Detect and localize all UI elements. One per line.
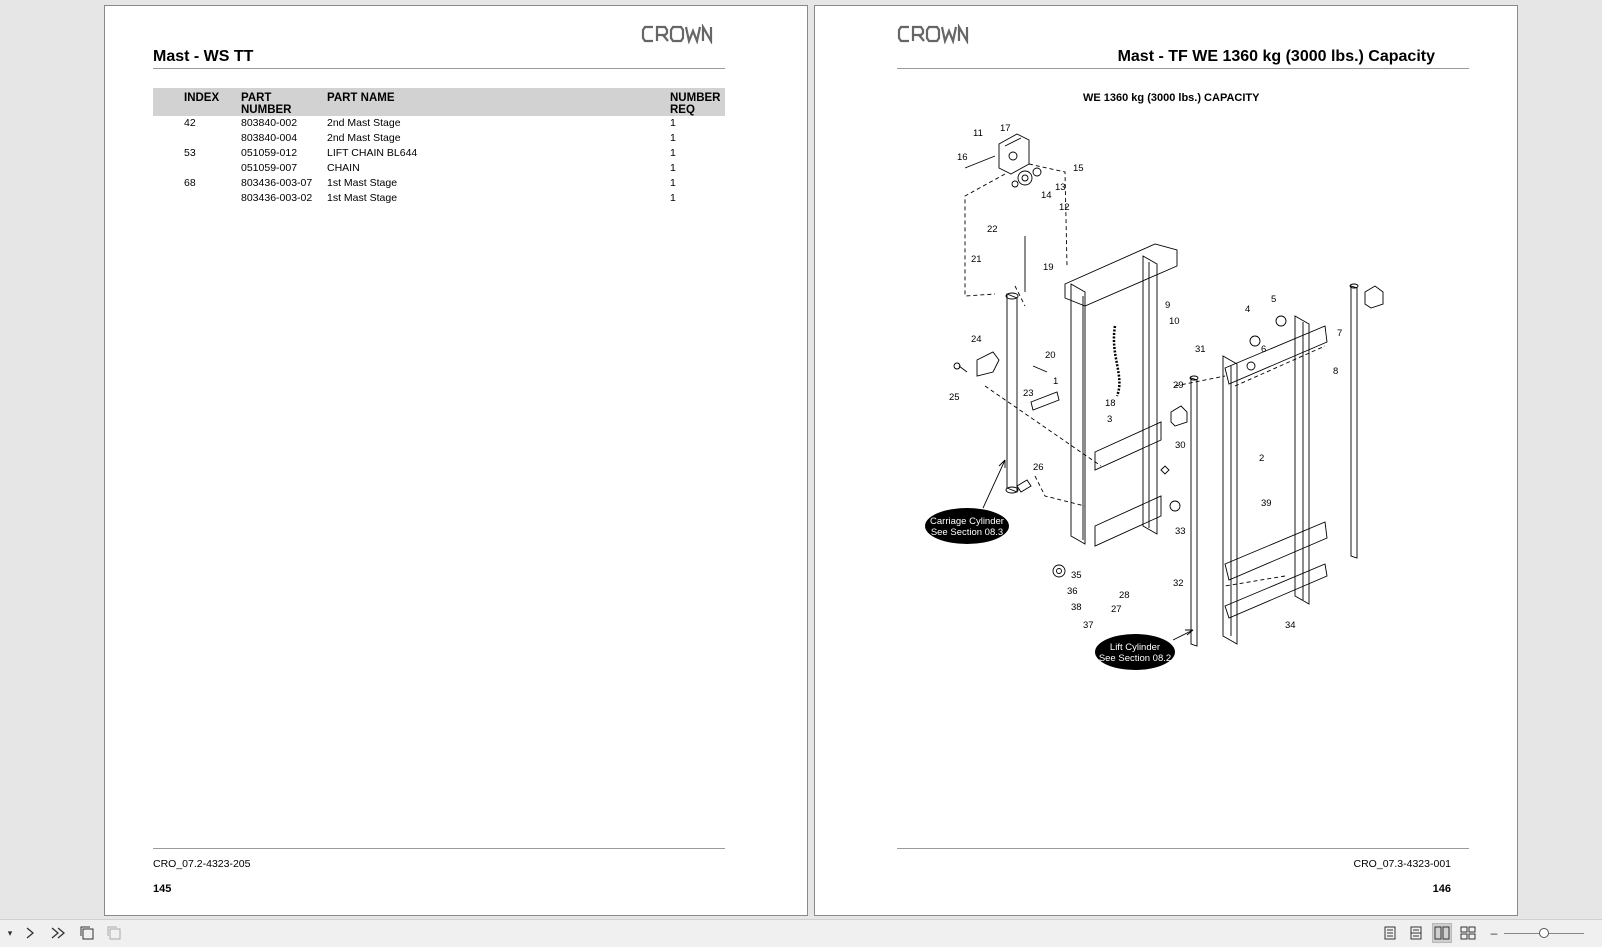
label-2: 2	[1259, 453, 1264, 464]
label-27: 27	[1111, 604, 1122, 615]
label-29: 29	[1173, 380, 1184, 391]
carriage-cylinder-callout	[925, 508, 1009, 544]
label-5: 5	[1271, 294, 1276, 305]
label-30: 30	[1175, 440, 1186, 451]
bottom-toolbar: ▾ –	[0, 919, 1602, 947]
page-title: Mast - WS TT	[153, 48, 254, 65]
label-20: 20	[1045, 350, 1056, 361]
label-36: 36	[1067, 586, 1078, 597]
label-33: 33	[1175, 526, 1186, 537]
dropdown-icon[interactable]: ▾	[7, 927, 13, 938]
label-28: 28	[1119, 590, 1130, 601]
diagram-subtitle: WE 1360 kg (3000 lbs.) CAPACITY	[1083, 92, 1260, 104]
label-22: 22	[987, 224, 998, 235]
footer-code: CRO_07.2-4323-205	[153, 858, 251, 870]
footer-rule	[153, 848, 725, 849]
footer-rule	[897, 848, 1469, 849]
label-32: 32	[1173, 578, 1184, 589]
label-1: 1	[1053, 376, 1058, 387]
label-10: 10	[1169, 316, 1180, 327]
label-19: 19	[1043, 262, 1054, 273]
copy-page-icon[interactable]	[77, 923, 97, 943]
label-35: 35	[1071, 570, 1082, 581]
copy-page-disabled-icon[interactable]	[104, 923, 124, 943]
label-18: 18	[1105, 398, 1116, 409]
label-16: 16	[957, 152, 968, 163]
label-13: 13	[1055, 182, 1066, 193]
label-9: 9	[1165, 300, 1170, 311]
header-index: INDEX	[184, 92, 220, 104]
two-page-icon[interactable]	[1432, 923, 1452, 943]
label-37: 37	[1083, 620, 1094, 631]
mast-exploded-diagram: Carriage Cylinder See Section 08.3 Lift …	[925, 123, 1384, 670]
label-7: 7	[1337, 328, 1342, 339]
title-rule	[897, 68, 1469, 69]
label-34: 34	[1285, 620, 1296, 631]
label-25: 25	[949, 392, 960, 403]
document-page-right: Mast - TF WE 1360 kg (3000 lbs.) Capacit…	[814, 5, 1518, 916]
header-part-name: PART NAME	[327, 92, 395, 104]
two-page-continuous-icon[interactable]	[1458, 923, 1478, 943]
label-14: 14	[1041, 190, 1052, 201]
title-rule	[153, 68, 725, 69]
page-number: 145	[153, 883, 172, 895]
label-8: 8	[1333, 366, 1338, 377]
label-6: 6	[1261, 344, 1266, 355]
part-number-labels: 1 2 3 4 5 6 7 8 9 10 11 12 13 14 15 16 1…	[949, 123, 1342, 631]
label-26: 26	[1033, 462, 1044, 473]
label-38: 38	[1071, 602, 1082, 613]
label-23: 23	[1023, 388, 1034, 399]
crown-logo	[897, 24, 969, 44]
label-15: 15	[1073, 163, 1084, 174]
lift-cylinder-callout	[1095, 634, 1175, 670]
page-number: 146	[1432, 883, 1451, 895]
label-3: 3	[1107, 414, 1112, 425]
page-title: Mast - TF WE 1360 kg (3000 lbs.) Capacit…	[1117, 48, 1435, 65]
label-12: 12	[1059, 202, 1070, 213]
label-24: 24	[971, 334, 982, 345]
label-17: 17	[1000, 123, 1011, 134]
single-page-icon[interactable]	[1380, 923, 1400, 943]
svg-text:See Section 08.2: See Section 08.2	[1099, 653, 1171, 664]
last-page-icon[interactable]	[48, 923, 68, 943]
label-31: 31	[1195, 344, 1206, 355]
footer-code: CRO_07.3-4323-001	[1353, 858, 1451, 870]
zoom-slider-thumb[interactable]	[1539, 928, 1549, 938]
svg-text:Carriage Cylinder: Carriage Cylinder	[930, 516, 1004, 527]
label-21: 21	[971, 254, 982, 265]
continuous-icon[interactable]	[1406, 923, 1426, 943]
label-39: 39	[1261, 498, 1272, 509]
crown-logo	[641, 24, 713, 44]
svg-text:Lift Cylinder: Lift Cylinder	[1110, 642, 1160, 653]
svg-text:See Section 08.3: See Section 08.3	[931, 527, 1003, 538]
label-4: 4	[1245, 304, 1250, 315]
next-page-icon[interactable]	[20, 923, 40, 943]
label-11: 11	[973, 128, 983, 139]
zoom-out-icon[interactable]: –	[1490, 926, 1498, 940]
